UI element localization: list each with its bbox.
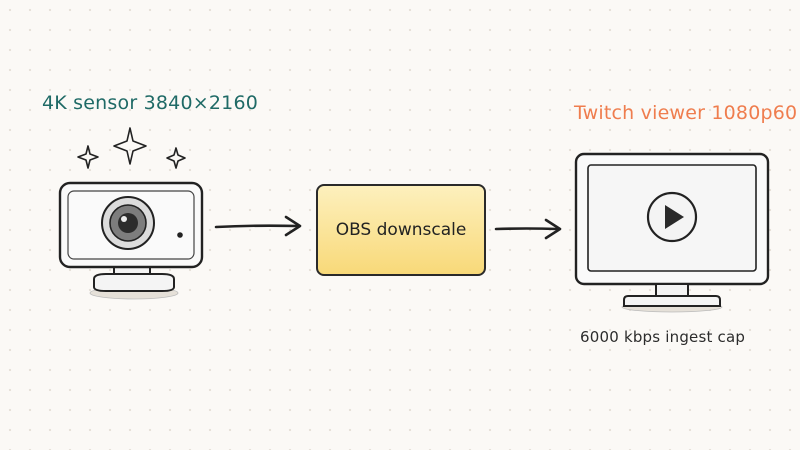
- destination-label: Twitch viewer 1080p60: [574, 102, 798, 124]
- arrow-right-icon: [494, 218, 562, 240]
- bitrate-caption: 6000 kbps ingest cap: [580, 328, 746, 346]
- process-box: OBS downscale: [316, 184, 486, 276]
- source-label: 4K sensor 3840×2160: [42, 92, 259, 114]
- sparkle-icon: [77, 127, 186, 169]
- arrow-right-icon: [214, 215, 302, 237]
- process-label: OBS downscale: [335, 220, 467, 240]
- monitor-play-icon: [574, 152, 770, 313]
- webcam-icon: [58, 181, 204, 300]
